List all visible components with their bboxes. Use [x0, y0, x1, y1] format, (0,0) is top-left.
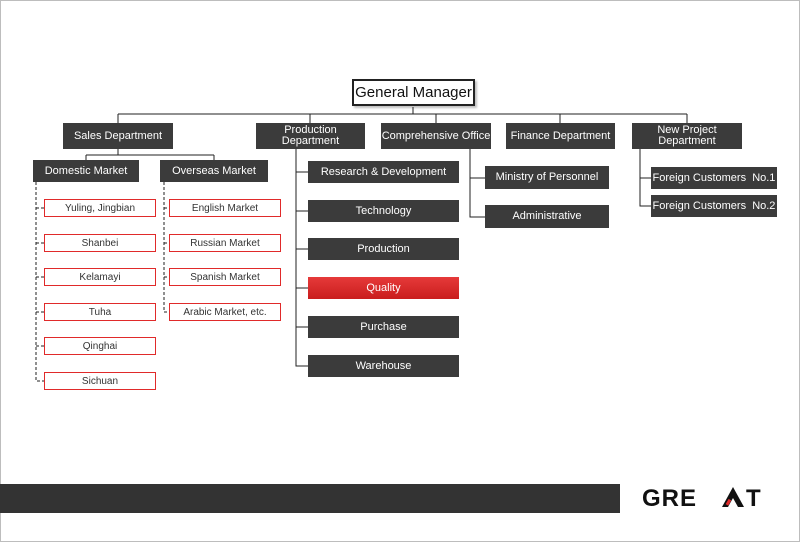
overseas-market-box: Overseas Market: [160, 160, 268, 182]
production-department-box: Production Department: [256, 123, 365, 149]
production-item-rnd: Research & Development: [308, 161, 459, 183]
sales-department-box: Sales Department: [63, 123, 173, 149]
production-item-warehouse: Warehouse: [308, 355, 459, 377]
new-project-item-2: Foreign Customers No.2: [651, 195, 777, 217]
domestic-item-shanbei: Shanbei: [44, 234, 156, 252]
production-item-purchase: Purchase: [308, 316, 459, 338]
production-item-technology: Technology: [308, 200, 459, 222]
production-item-quality: Quality: [308, 277, 459, 299]
domestic-item-yuling: Yuling, Jingbian: [44, 199, 156, 217]
domestic-item-kelamayi: Kelamayi: [44, 268, 156, 286]
general-manager-box: General Manager: [352, 79, 475, 106]
finance-department-box: Finance Department: [506, 123, 615, 149]
overseas-item-english: English Market: [169, 199, 281, 217]
overseas-item-arabic: Arabic Market, etc.: [169, 303, 281, 321]
new-project-item-1: Foreign Customers No.1: [651, 167, 777, 189]
footer-bar: [0, 484, 620, 513]
comprehensive-office-box: Comprehensive Office: [381, 123, 491, 149]
svg-text:T: T: [746, 485, 761, 512]
production-item-production: Production: [308, 238, 459, 260]
domestic-item-sichuan: Sichuan: [44, 372, 156, 390]
great-logo: GRE T: [642, 484, 772, 512]
domestic-market-box: Domestic Market: [33, 160, 139, 182]
comprehensive-item-administrative: Administrative: [485, 205, 609, 228]
domestic-item-qinghai: Qinghai: [44, 337, 156, 355]
overseas-item-spanish: Spanish Market: [169, 268, 281, 286]
svg-text:GRE: GRE: [642, 485, 697, 512]
new-project-department-box: New Project Department: [632, 123, 742, 149]
comprehensive-item-personnel: Ministry of Personnel: [485, 166, 609, 189]
domestic-item-tuha: Tuha: [44, 303, 156, 321]
overseas-item-russian: Russian Market: [169, 234, 281, 252]
